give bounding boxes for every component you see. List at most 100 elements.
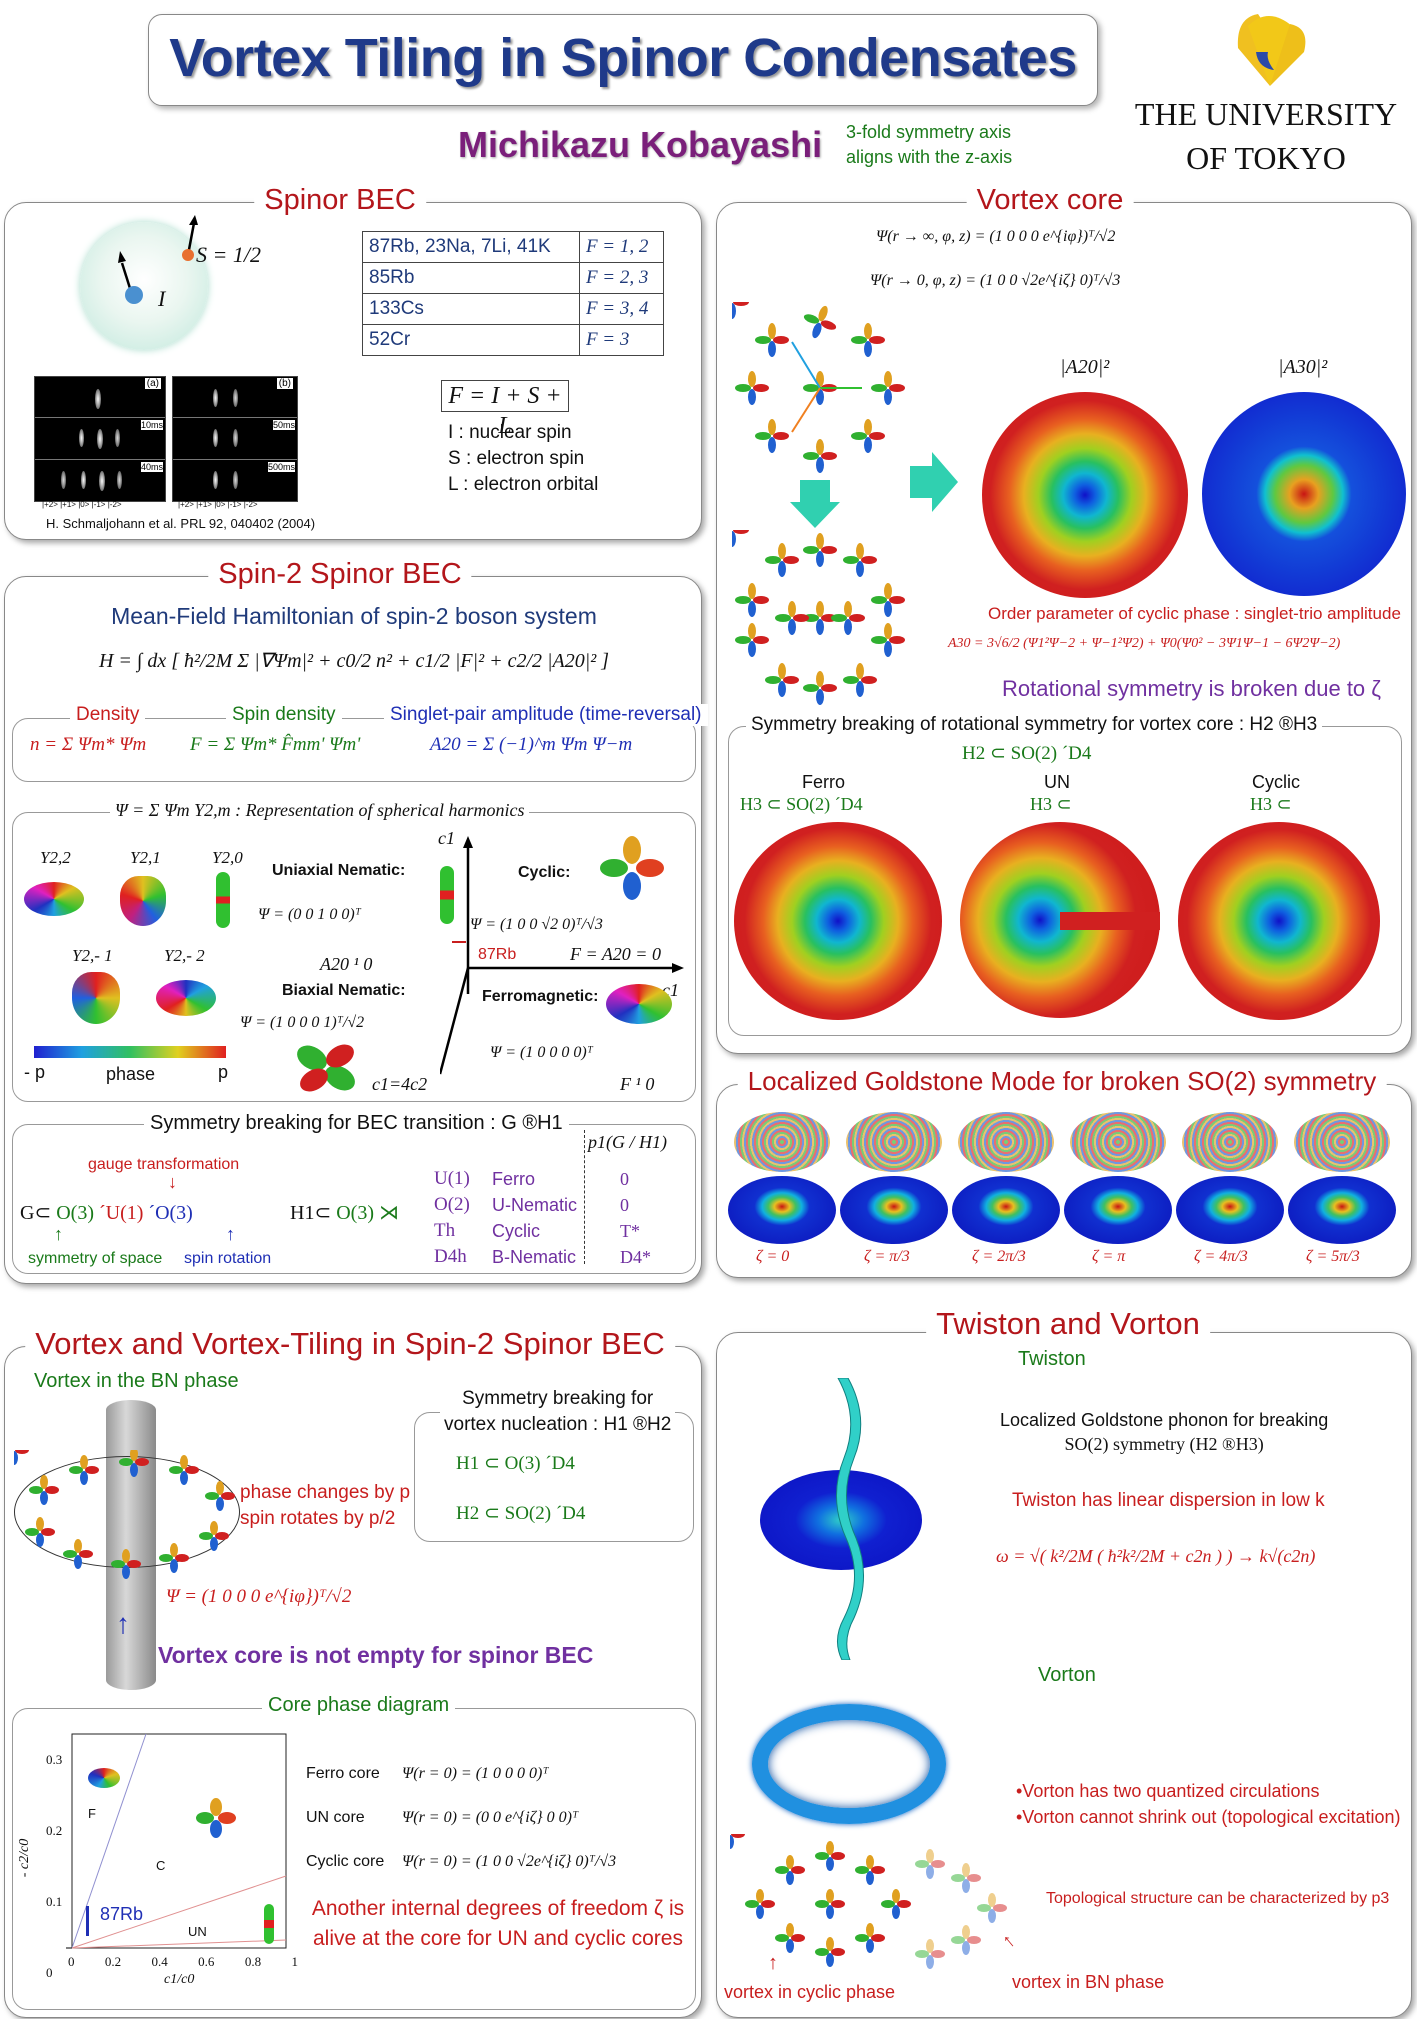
x-axis-label: c1/c0 bbox=[164, 1972, 195, 1987]
experiment-image-b: (b) 50ms 500ms bbox=[172, 376, 298, 502]
un-core-name: UN core bbox=[306, 1809, 365, 1826]
y2m1-label: Y2,- 1 bbox=[72, 946, 113, 965]
zeta-label: ζ = π/3 bbox=[864, 1248, 910, 1265]
h2-eq: H2 ⊂ SO(2) ´D4 bbox=[962, 743, 1092, 764]
phase-max-label: p bbox=[218, 1062, 229, 1082]
cyclic-arrow-icon: ↑ bbox=[768, 1952, 778, 1974]
uniaxial-shape-icon bbox=[440, 866, 454, 924]
group-item: O(2) bbox=[434, 1194, 470, 1215]
core-not-empty-label: Vortex core is not empty for spinor BEC bbox=[158, 1642, 594, 1668]
h1-equation: H1⊂ O(3) ⋊ bbox=[290, 1202, 399, 1224]
ferro-shape-icon bbox=[606, 984, 672, 1024]
group-item: D4h bbox=[434, 1246, 467, 1267]
y-ticks: 0.3 0.2 0.1 0 bbox=[46, 1724, 62, 2008]
y21-shape-icon bbox=[120, 876, 166, 926]
spin-texture-2-icon bbox=[732, 530, 905, 705]
cyclic-vortex-label: vortex in cyclic phase bbox=[724, 1982, 896, 2002]
twiston-label: Twiston bbox=[1018, 1348, 1086, 1370]
y-tick: 0.3 bbox=[46, 1752, 63, 1767]
goldstone-disk bbox=[1064, 1176, 1172, 1244]
goldstone-disk bbox=[1288, 1176, 1396, 1244]
topological-label: Topological structure can be characteriz… bbox=[1046, 1890, 1390, 1907]
another-dof-text: Another internal degrees of freedom ζ is… bbox=[306, 1894, 690, 1954]
state-axis-a: |+2> |+1> |0> |-1> |-2> bbox=[42, 500, 122, 509]
group-list: U(1) O(2) Th D4h bbox=[434, 1166, 470, 1270]
goldstone-phonon-line: SO(2) symmetry (H2 ®H3) bbox=[1064, 1434, 1264, 1454]
spherical-title: Ψ = Σ Ψm Y2,m : Representation of spheri… bbox=[110, 800, 530, 821]
p1-value: D4* bbox=[620, 1247, 651, 1267]
bn-psi-eq: Ψ = (1 0 0 0 e^{iφ})ᵀ/√2 bbox=[166, 1586, 352, 1607]
author-name: Michikazu Kobayashi bbox=[458, 124, 823, 165]
definition-line: S : electron spin bbox=[448, 448, 585, 469]
y22-label: Y2,2 bbox=[40, 848, 71, 867]
un-core-label: UN bbox=[1044, 772, 1070, 792]
table-cell: F = 2, 3 bbox=[578, 262, 665, 294]
un-core-notch bbox=[1060, 912, 1160, 930]
region-c-label: C bbox=[156, 1858, 166, 1873]
p1-value: T* bbox=[620, 1221, 640, 1241]
p1-value: 0 bbox=[620, 1195, 629, 1215]
twiston-tube-icon bbox=[836, 1378, 864, 1660]
image-label-a: (a) bbox=[144, 378, 161, 389]
x-tick: 0.8 bbox=[244, 1954, 262, 1969]
goldstone-phonon-text: Localized Goldstone phonon for breaking … bbox=[1000, 1408, 1328, 1456]
y-axis-label: - c2/c0 bbox=[17, 1838, 33, 1878]
a30-disk bbox=[1202, 392, 1406, 596]
y-tick: 0.2 bbox=[46, 1823, 63, 1838]
biaxial-eq: Ψ = (1 0 0 0 1)ᵀ/√2 bbox=[240, 1014, 365, 1031]
bec-transition-title: Symmetry breaking for BEC transition : G… bbox=[144, 1112, 569, 1135]
cyclic-shape-icon bbox=[600, 836, 664, 900]
p1-values: 0 0 T* D4* bbox=[620, 1166, 651, 1270]
nucleation-h2-eq: H2 ⊂ SO(2) ´D4 bbox=[456, 1503, 586, 1524]
cyclic-core-label: Cyclic bbox=[1252, 772, 1300, 792]
densities-box bbox=[12, 718, 696, 782]
vortex-core-title: Vortex core bbox=[966, 184, 1134, 217]
university-line-1: THE UNIVERSITY bbox=[1134, 96, 1398, 132]
another-dof-line: Another internal degrees of freedom ζ is bbox=[311, 1897, 685, 1920]
y2m1-shape-icon bbox=[72, 972, 120, 1024]
group-item: U(1) bbox=[434, 1168, 470, 1189]
h3-ferro: H3 ⊂ SO(2) ´D4 bbox=[740, 794, 863, 814]
g-equation: G⊂ O(3) ´U(1) ´O(3) bbox=[20, 1202, 193, 1224]
ferro-eq: Ψ = (1 0 0 0 0)ᵀ bbox=[490, 1044, 593, 1061]
rb87-marker-label: 87Rb bbox=[100, 1904, 144, 1924]
gauge-arrow-icon: ↓ bbox=[168, 1172, 177, 1192]
f-shape-icon bbox=[88, 1768, 120, 1788]
table-cell: F = 3, 4 bbox=[578, 293, 665, 325]
cyclic-core-disk bbox=[1178, 822, 1380, 1020]
x-tick: 0.2 bbox=[104, 1954, 122, 1969]
linear-dispersion-label: Twiston has linear dispersion in low k bbox=[1012, 1490, 1325, 1511]
g-symbol: G bbox=[20, 1202, 35, 1224]
rb87-label: 87Rb bbox=[478, 946, 517, 963]
biaxial-shape-icon bbox=[297, 1044, 355, 1092]
vorton-label: Vorton bbox=[1038, 1664, 1096, 1686]
goldstone-disk bbox=[840, 1176, 948, 1244]
region-f-label: F bbox=[88, 1806, 96, 1821]
rotational-broken-label: Rotational symmetry is broken due to ζ bbox=[1002, 676, 1381, 701]
symmetry-space-label: symmetry of space bbox=[28, 1250, 163, 1267]
order-parameter-label: Order parameter of cyclic phase : single… bbox=[988, 604, 1401, 623]
cyclic-core-eq: Ψ(r = 0) = (1 0 0 √2e^{iζ} 0)ᵀ/√3 bbox=[402, 1853, 617, 1870]
dispersion-eq: ω = √( k²/2M ( ħ²k²/2M + c2n ) ) → k√(c2… bbox=[996, 1546, 1316, 1566]
f-a20-label: F = A20 = 0 bbox=[570, 944, 661, 964]
time-label: 50ms bbox=[272, 420, 295, 430]
y22-shape-icon bbox=[24, 882, 84, 916]
p1-value: 0 bbox=[620, 1169, 629, 1189]
region-un-label: UN bbox=[188, 1924, 207, 1939]
phase-colorbar bbox=[34, 1046, 226, 1058]
phase-list: Ferro U-Nematic Cyclic B-Nematic bbox=[492, 1166, 577, 1270]
phase-item: Ferro bbox=[492, 1169, 536, 1189]
annotation-line-2: aligns with the z-axis bbox=[846, 147, 1013, 167]
spin-density-label: Spin density bbox=[226, 704, 342, 726]
vorton-bullet: •Vorton has two quantized circulations bbox=[1016, 1781, 1320, 1801]
y-tick: 0.1 bbox=[46, 1894, 63, 1909]
annotation-line-1: 3-fold symmetry axis bbox=[846, 122, 1012, 142]
p1-label: p1(G / H1) bbox=[588, 1132, 667, 1152]
time-label: 40ms bbox=[140, 462, 163, 472]
biaxial-label: Biaxial Nematic: bbox=[282, 982, 406, 999]
core-diagram-title: Core phase diagram bbox=[262, 1694, 456, 1717]
goldstone-texture bbox=[734, 1112, 830, 1172]
